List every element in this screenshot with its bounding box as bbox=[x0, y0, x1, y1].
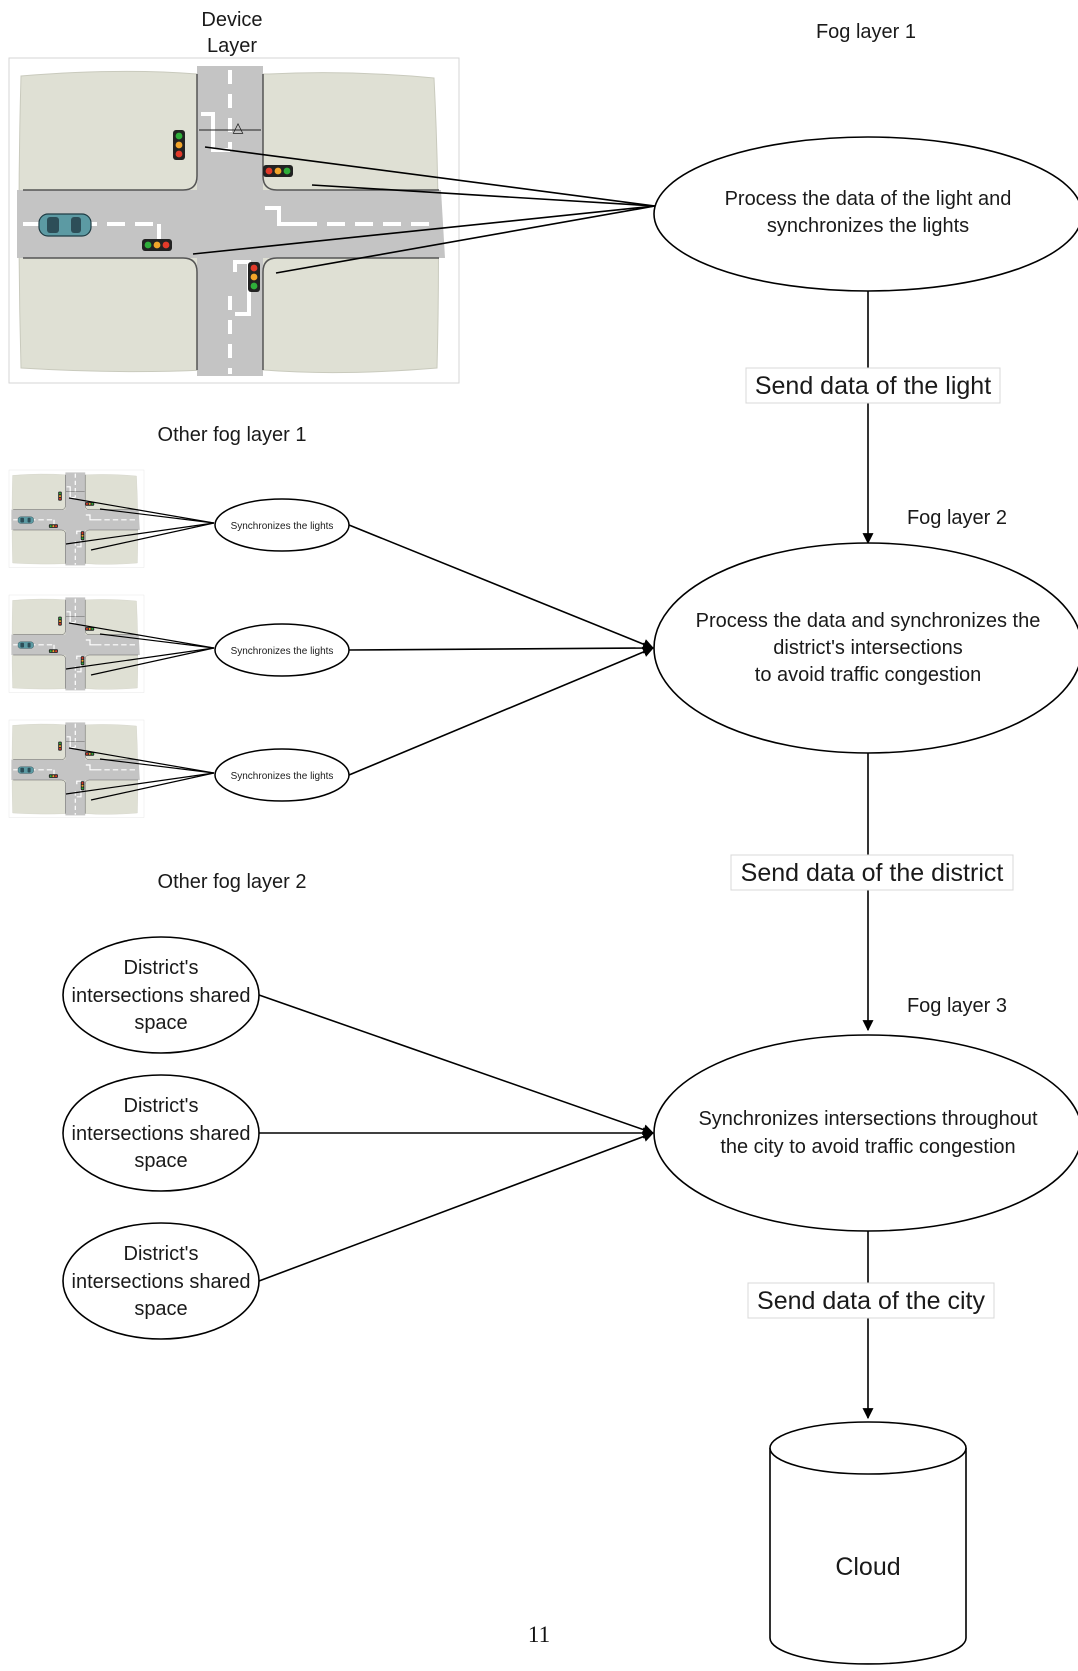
mini-fog-node-1-label: Synchronizes the lights bbox=[231, 521, 334, 532]
fog-layer-1-node-line1: Process the data of the light and bbox=[725, 188, 1012, 210]
edge-label-send-city: Send data of the city bbox=[757, 1287, 985, 1315]
device-layer-label-line1: Device bbox=[201, 9, 262, 31]
district-to-fog3-edges bbox=[258, 994, 655, 1282]
district-node-3-line1: District's bbox=[124, 1243, 199, 1265]
other-fog-layer-2-title: Other fog layer 2 bbox=[158, 871, 307, 893]
fog-layer-2-node-line2: district's intersections bbox=[773, 637, 962, 659]
fog-layer-3-title: Fog layer 3 bbox=[907, 995, 1007, 1017]
mini-light-links bbox=[65, 497, 215, 801]
fog-layer-2-title: Fog layer 2 bbox=[907, 507, 1007, 529]
district-node-2-line3: space bbox=[134, 1150, 187, 1172]
fog-layer-1-node-line2: synchronizes the lights bbox=[767, 215, 969, 237]
device-layer-label-line2: Layer bbox=[207, 35, 257, 57]
district-node-2-line2: intersections shared bbox=[72, 1123, 251, 1145]
mini-to-fog2-edges bbox=[348, 524, 655, 776]
edge-label-send-district: Send data of the district bbox=[741, 859, 1004, 887]
edge-label-box bbox=[747, 1282, 995, 1319]
mini-intersection-3 bbox=[8, 719, 145, 819]
fog-layer-1-title: Fog layer 1 bbox=[816, 21, 916, 43]
mini-intersection-2 bbox=[8, 594, 145, 694]
mini-fog-node-3-label: Synchronizes the lights bbox=[231, 771, 334, 782]
edge-label-box bbox=[730, 854, 1014, 891]
fog-layer-3-node bbox=[653, 1034, 1078, 1232]
district-node-2: District's intersections shared space bbox=[62, 1074, 260, 1192]
page-number: 11 bbox=[527, 1622, 551, 1647]
district-node-3-line3: space bbox=[134, 1298, 187, 1320]
fog-layer-2-node-line1: Process the data and synchronizes the bbox=[696, 610, 1041, 632]
cloud-label: Cloud bbox=[835, 1553, 900, 1581]
district-node-1-line3: space bbox=[134, 1012, 187, 1034]
edge-label-box bbox=[745, 367, 1001, 404]
fog-layer-2-node-line3: to avoid traffic congestion bbox=[755, 664, 981, 686]
fog-layer-3-node-line1: Synchronizes intersections throughout bbox=[698, 1108, 1038, 1130]
light-links bbox=[192, 146, 656, 274]
fog-layer-1-node bbox=[653, 136, 1078, 292]
district-node-1-line2: intersections shared bbox=[72, 985, 251, 1007]
district-node-3-line2: intersections shared bbox=[72, 1271, 251, 1293]
district-node-2-line1: District's bbox=[124, 1095, 199, 1117]
lane-width-marker: △ bbox=[233, 119, 244, 135]
edge-label-send-light: Send data of the light bbox=[755, 372, 991, 400]
district-node-3: District's intersections shared space bbox=[62, 1222, 260, 1340]
main-intersection: △ bbox=[7, 56, 461, 385]
district-node-1-line1: District's bbox=[124, 957, 199, 979]
mini-intersection-1 bbox=[8, 469, 145, 569]
fog-layer-3-node-line2: the city to avoid traffic congestion bbox=[720, 1136, 1015, 1158]
district-node-1: District's intersections shared space bbox=[62, 936, 260, 1054]
other-fog-layer-1-title: Other fog layer 1 bbox=[158, 424, 307, 446]
cloud-database: Cloud bbox=[769, 1421, 967, 1665]
mini-fog-node-2-label: Synchronizes the lights bbox=[231, 646, 334, 657]
